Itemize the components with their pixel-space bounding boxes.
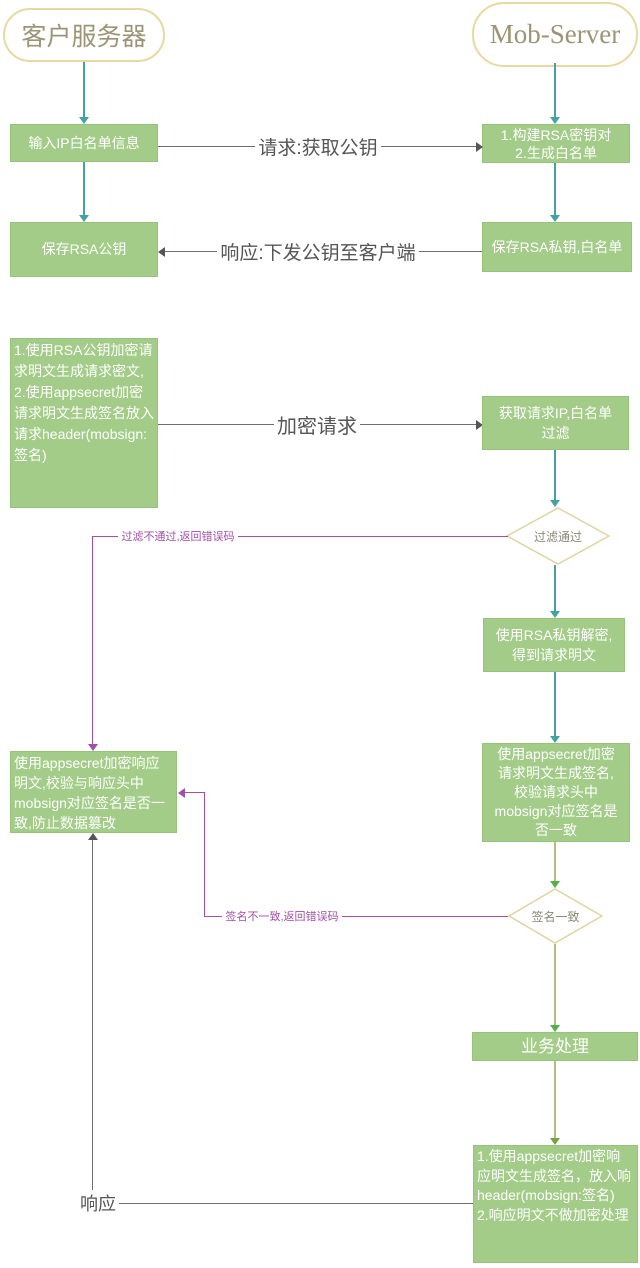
node-save-public-key: 保存RSA公钥 <box>10 222 158 277</box>
connector-business-to-signresp <box>554 1061 556 1138</box>
arrowhead-down-icon <box>88 744 98 751</box>
edge-sign-mismatch-hline1 <box>185 792 205 793</box>
arrowhead-down-icon <box>550 500 560 507</box>
arrowhead-left-icon <box>158 247 165 257</box>
arrowhead-down-icon <box>550 1138 560 1145</box>
arrowhead-down-icon <box>79 117 89 124</box>
arrowhead-down-icon <box>550 611 560 618</box>
arrowhead-down-icon <box>79 215 89 222</box>
node-business-label: 业务处理 <box>521 1037 589 1056</box>
edge-request-line <box>158 146 476 147</box>
decision-filter-pass-label: 过滤通过 <box>533 529 582 544</box>
connector-decrypt-to-verify <box>554 672 556 736</box>
arrowhead-right-icon <box>476 420 483 430</box>
diamond-shape-icon <box>508 888 603 944</box>
terminal-server: Mob-Server <box>472 2 638 67</box>
arrowhead-left-icon <box>178 788 185 798</box>
arrowhead-down-icon <box>550 881 560 888</box>
node-decrypt-request-label: 使用RSA私钥解密, 得到请求明文 <box>495 627 613 663</box>
edge-sign-mismatch-hline2 <box>204 916 508 917</box>
decision-filter-pass: 过滤通过 <box>506 507 610 565</box>
arrowhead-down-icon <box>550 736 560 743</box>
decision-sign-match: 签名一致 <box>508 888 603 944</box>
arrowhead-down-icon <box>550 117 560 124</box>
node-encrypt-request: 1.使用RSA公钥加密请求明文生成请求密文, 2.使用appsecret加密请求… <box>10 338 158 508</box>
terminal-server-label: Mob-Server <box>489 19 621 49</box>
terminal-client: 客户服务器 <box>3 8 165 62</box>
connector-filter-to-decision <box>554 450 556 500</box>
connector-decision-to-decrypt <box>554 565 556 611</box>
node-verify-sign-label: 使用appsecret加密 请求明文生成签名, 校验请求头中 mobsign对应… <box>494 746 618 838</box>
node-whitelist-filter: 获取请求IP,白名单 过滤 <box>482 396 629 450</box>
edge-encrypted-request-line <box>158 424 476 425</box>
node-input-whitelist-label: 输入IP白名单信息 <box>28 134 140 151</box>
edge-response-key-line <box>165 251 482 252</box>
node-verify-response-label: 使用appsecret加密响应明文,校验与响应头中mobsign对应签名是否一致… <box>14 755 165 831</box>
connector-verify-to-decision2 <box>554 842 556 881</box>
arrowhead-down-icon <box>550 215 560 222</box>
node-business: 业务处理 <box>472 1032 638 1061</box>
connector-buildkeys-to-savepriv <box>554 163 556 215</box>
node-build-keys: 1.构建RSA密钥对 2.生成白名单 <box>482 124 630 163</box>
edge-filter-fail-vline <box>92 536 93 744</box>
terminal-client-label: 客户服务器 <box>21 24 147 51</box>
node-save-private-key: 保存RSA私钥,白名单 <box>482 222 632 272</box>
node-encrypt-request-label: 1.使用RSA公钥加密请求明文生成请求密文, 2.使用appsecret加密请求… <box>14 342 154 463</box>
edge-sign-mismatch-vline <box>204 792 205 916</box>
decision-sign-match-label: 签名一致 <box>531 909 580 924</box>
node-save-private-key-label: 保存RSA私钥,白名单 <box>491 238 623 255</box>
node-input-whitelist: 输入IP白名单信息 <box>10 124 158 162</box>
node-sign-response-label: 1.使用appsecret加密响应明文生成签名，放入响header(mobsig… <box>477 1148 631 1223</box>
edge-filter-fail-hline <box>92 536 508 537</box>
node-build-keys-label: 1.构建RSA密钥对 2.生成白名单 <box>500 126 612 161</box>
arrowhead-down-icon <box>550 1025 560 1032</box>
connector-client-to-input <box>83 62 85 117</box>
node-sign-response: 1.使用appsecret加密响应明文生成签名，放入响header(mobsig… <box>473 1145 638 1263</box>
arrowhead-right-icon <box>476 142 483 152</box>
edge-response-hline <box>93 1203 473 1204</box>
node-decrypt-request: 使用RSA私钥解密, 得到请求明文 <box>483 618 625 672</box>
diamond-shape-icon <box>506 507 610 565</box>
node-whitelist-filter-label: 获取请求IP,白名单 过滤 <box>498 405 613 441</box>
arrowhead-up-icon <box>88 833 98 840</box>
node-save-public-key-label: 保存RSA公钥 <box>41 241 127 257</box>
node-verify-sign: 使用appsecret加密 请求明文生成签名, 校验请求头中 mobsign对应… <box>482 743 630 842</box>
edge-response-vline <box>92 840 93 1204</box>
connector-server-to-buildkeys <box>554 63 556 117</box>
node-verify-response: 使用appsecret加密响应明文,校验与响应头中mobsign对应签名是否一致… <box>10 751 177 833</box>
connector-decision2-to-business <box>554 944 556 1025</box>
connector-input-to-savepub <box>83 162 85 215</box>
